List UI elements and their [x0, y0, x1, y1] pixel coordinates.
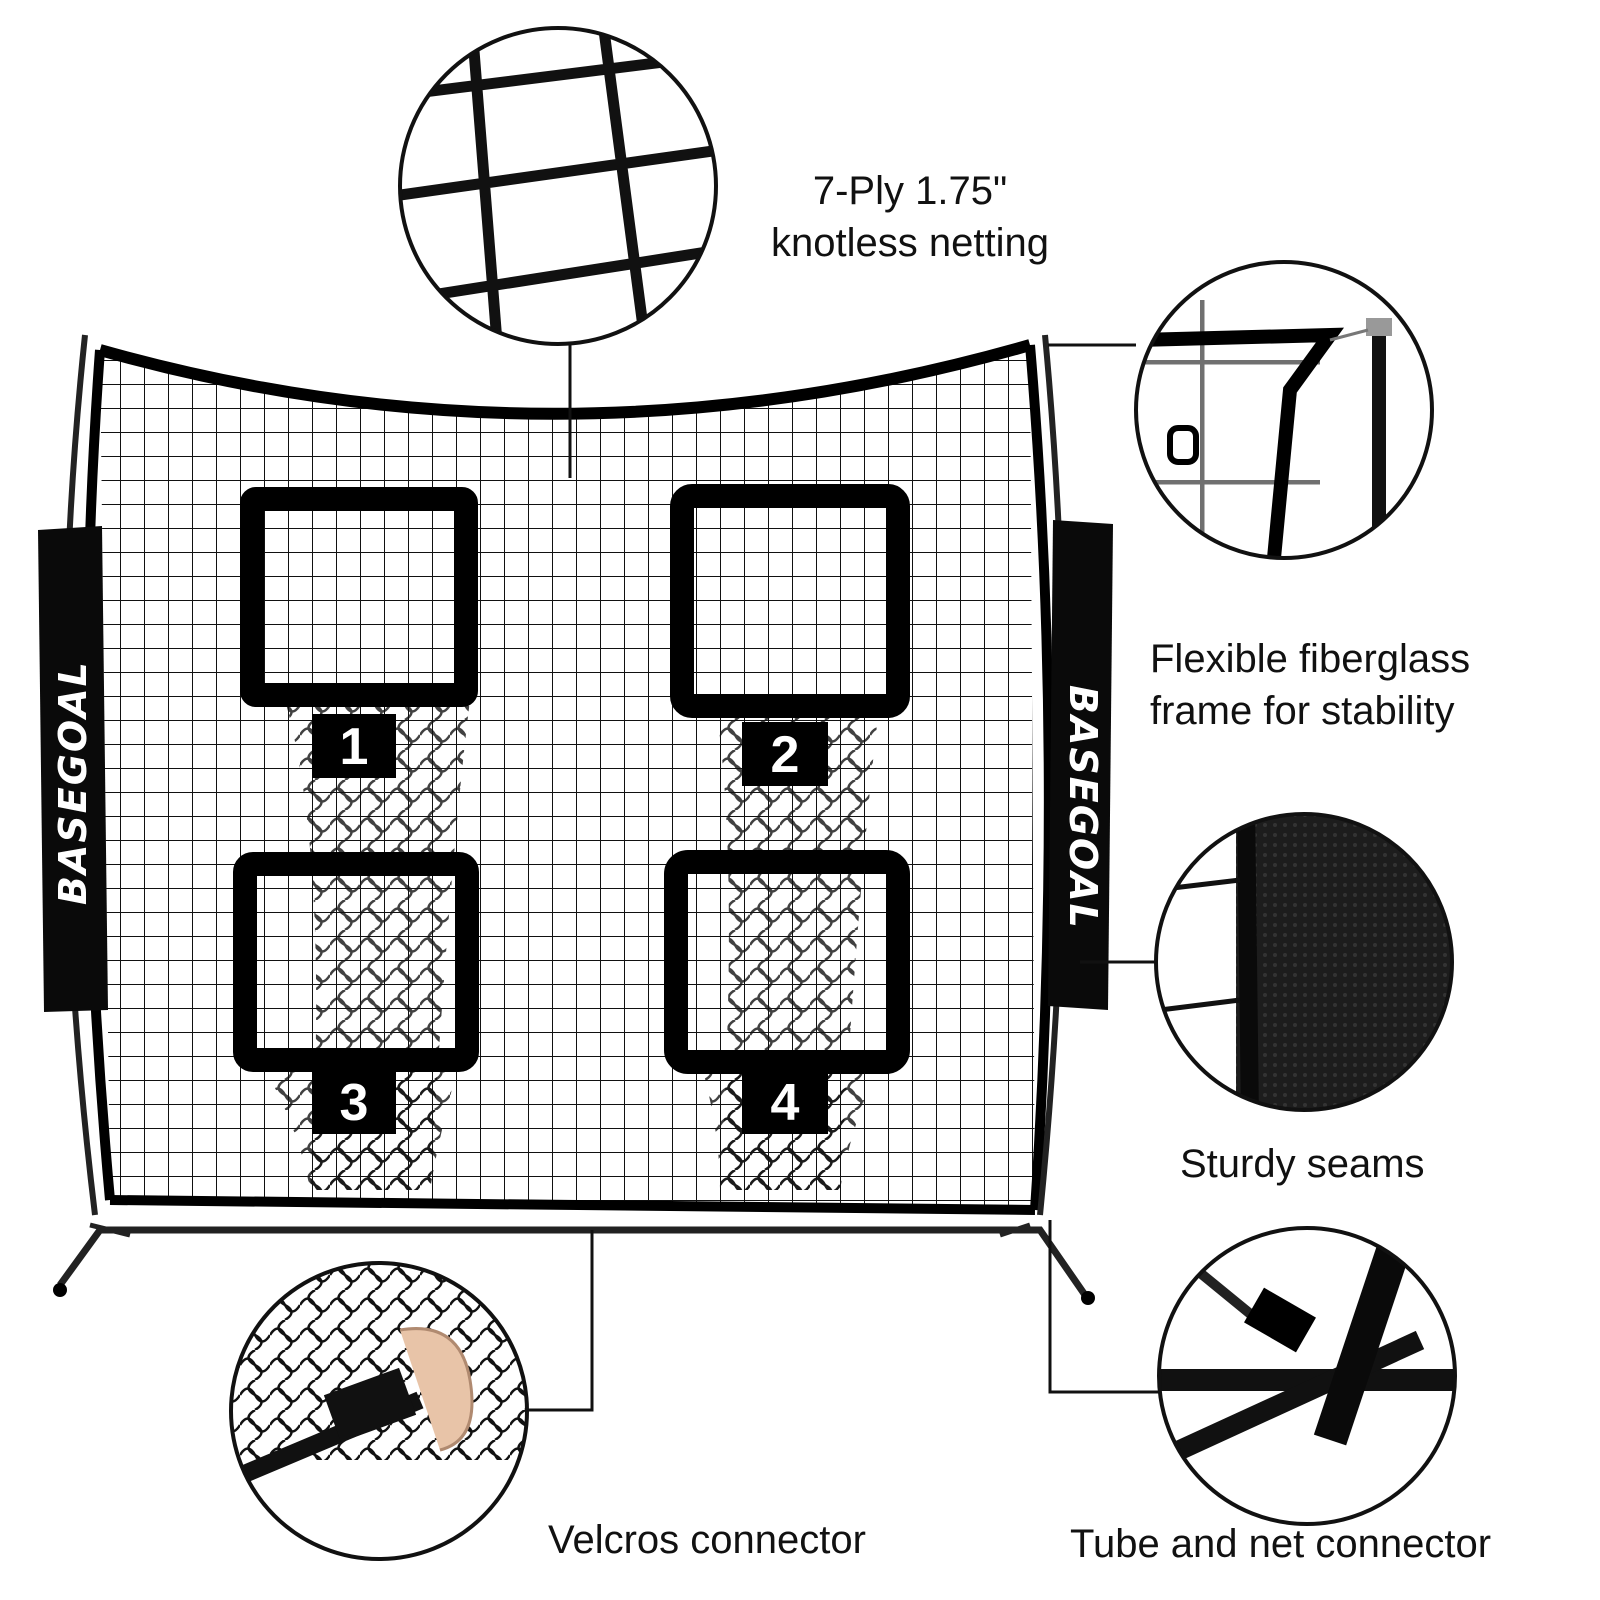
- netting-callout-line2: knotless netting: [771, 221, 1049, 265]
- brand-logo-right: BASEGOAL: [1061, 685, 1105, 930]
- velcro-callout-text: Velcros connector: [548, 1518, 866, 1562]
- tube-connector-closeup: [1157, 1226, 1457, 1526]
- seams-callout-text: Sturdy seams: [1180, 1142, 1425, 1186]
- velcro-callout: Velcros connector: [548, 1514, 866, 1566]
- pocket-number-3: 3: [340, 1074, 369, 1132]
- seams-callout: Sturdy seams: [1180, 1138, 1425, 1190]
- netting-callout: 7-Ply 1.75" knotless netting: [760, 165, 1060, 269]
- velcro-closeup: [229, 1261, 529, 1561]
- frame-corner-closeup: [1134, 260, 1434, 560]
- pocket-number-2: 2: [771, 726, 800, 784]
- pocket-4: 4: [664, 850, 910, 1190]
- tube-callout-text: Tube and net connector: [1070, 1522, 1492, 1566]
- left-sleeve: BASEGOAL: [38, 526, 108, 1012]
- tube-callout: Tube and net connector: [1070, 1518, 1491, 1570]
- netting-callout-line1: 7-Ply 1.75": [812, 169, 1008, 213]
- frame-callout-line1: Flexible fiberglass: [1150, 637, 1471, 681]
- right-sleeve: BASEGOAL: [1048, 520, 1113, 1010]
- pocket-3: 3: [233, 852, 479, 1190]
- frame-callout-line2: frame for stability: [1150, 689, 1455, 733]
- pocket-number-1: 1: [340, 718, 369, 776]
- netting-closeup: [398, 26, 718, 346]
- callout-leader-lines: [527, 343, 1160, 1412]
- frame-callout: Flexible fiberglass frame for stability: [1150, 633, 1470, 737]
- seams-closeup: [1154, 812, 1454, 1112]
- brand-logo-left: BASEGOAL: [51, 660, 95, 905]
- pocket-number-4: 4: [771, 1074, 800, 1132]
